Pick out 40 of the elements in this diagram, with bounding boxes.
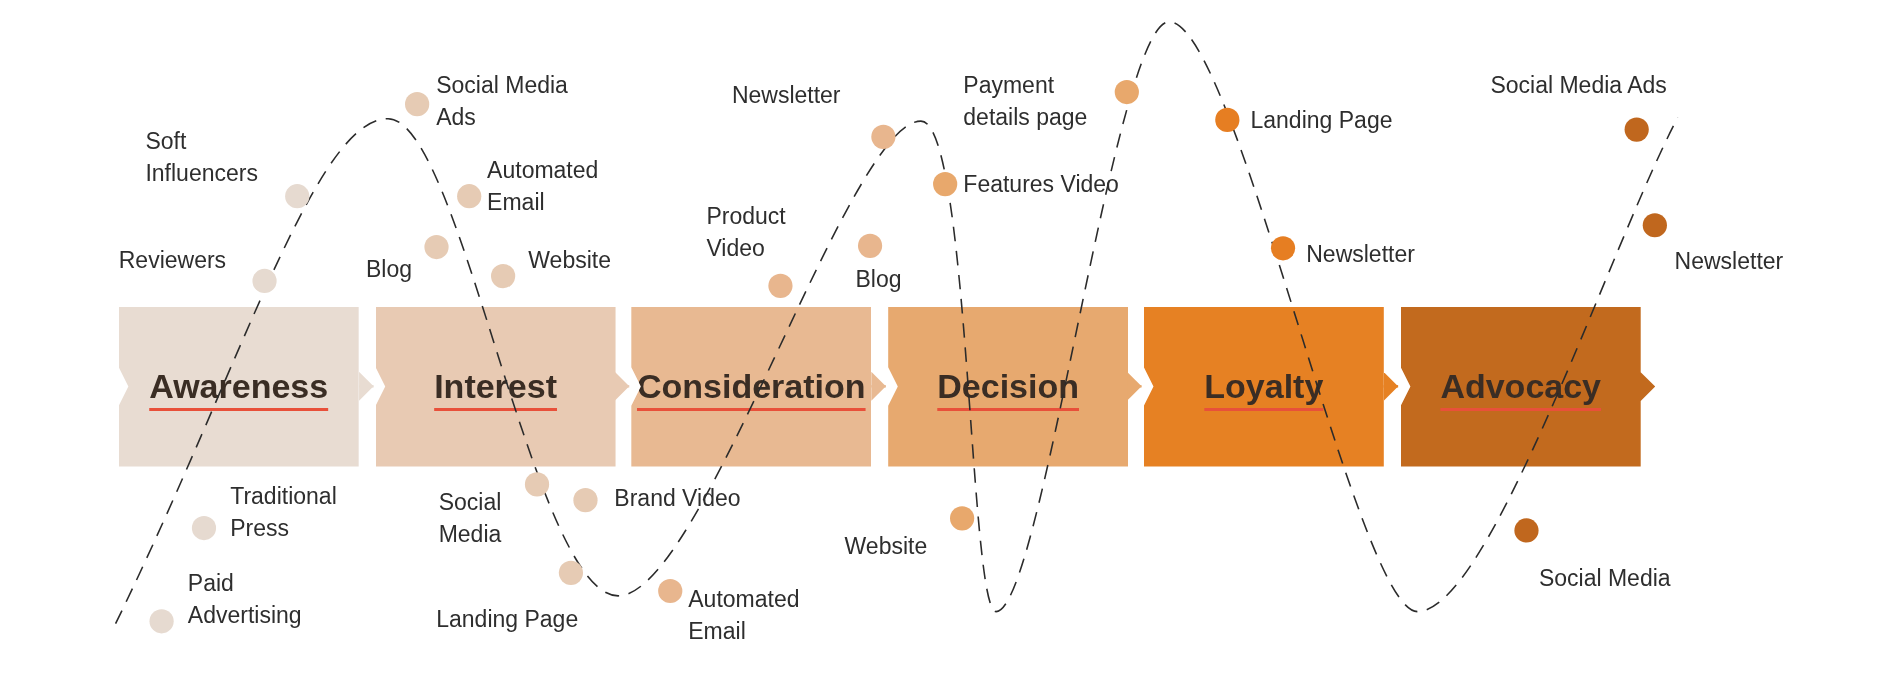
chevron-arrow [614, 371, 630, 401]
touchpoint-label: Social Media Ads [1490, 71, 1667, 101]
chevron-arrow [871, 371, 886, 401]
touchpoint-label: Social Media Ads [436, 71, 569, 133]
touchpoint-label: Blog [365, 255, 412, 285]
touchpoint-label: Product Video [706, 201, 787, 263]
touchpoint-label: Reviewers [118, 245, 227, 275]
stage-title: Advocacy [1440, 367, 1602, 407]
stage-box [888, 306, 1129, 467]
touchpoint-label: Payment details page [963, 71, 1089, 133]
chevron-arrow [1383, 371, 1399, 401]
touchpoint-label: Blog [855, 264, 902, 294]
touchpoint-label: Website [844, 531, 928, 561]
touchpoint-label: Social Media [438, 487, 503, 549]
touchpoint-label: Newsletter [731, 80, 841, 110]
chevron-arrow [359, 371, 374, 401]
stage-box [1400, 306, 1656, 467]
touchpoint-label: Automated Email [688, 584, 801, 646]
stage-box [1143, 306, 1384, 467]
chevron-arrow [1127, 371, 1142, 401]
touchpoint-label: Traditional Press [230, 481, 338, 543]
touchpoint-label: Automated Email [487, 155, 600, 217]
touchpoint-label: Landing Page [1250, 106, 1393, 136]
touchpoint-label: Landing Page [436, 605, 579, 635]
stage-title: Awareness [149, 367, 329, 407]
stage-box [631, 306, 872, 467]
touchpoint-label: Newsletter [1674, 246, 1784, 276]
stage-box [118, 306, 359, 467]
stage-title: Loyalty [1204, 367, 1324, 407]
touchpoint-label: Newsletter [1306, 239, 1415, 269]
touchpoint-label: Soft Influencers [145, 126, 259, 188]
stage-title: Decision [937, 367, 1079, 407]
touchpoint-label: Brand Video [614, 484, 741, 514]
stage-title: Interest [434, 367, 557, 407]
stage-box [375, 306, 616, 467]
touchpoint-label: Social Media [1538, 564, 1671, 594]
stage-title: Consideration [637, 367, 866, 407]
touchpoint-label: Paid Advertising [187, 569, 303, 631]
touchpoint-label: Website [528, 245, 611, 275]
touchpoint-label: Features Video [963, 170, 1119, 200]
